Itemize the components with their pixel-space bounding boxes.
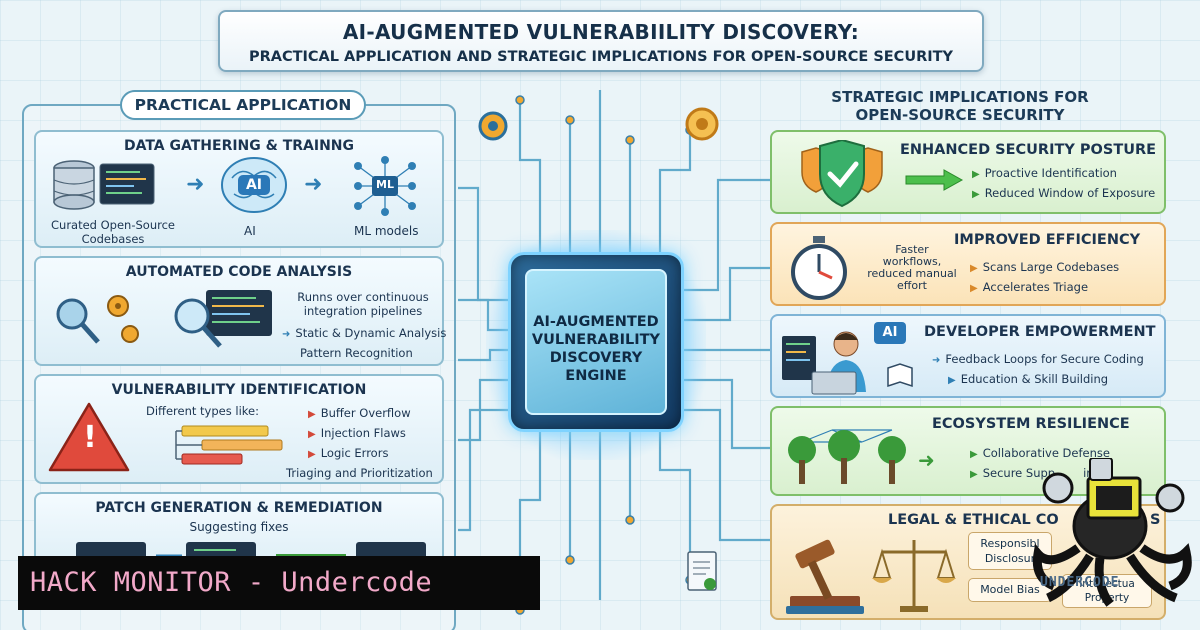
posture-bullet: ▶Reduced Window of Exposure	[972, 186, 1156, 200]
strategic-implications-header: STRATEGIC IMPLICATIONS FOR OPEN-SOURCE S…	[831, 88, 1089, 124]
efficiency-panel: IMPROVED EFFICIENCY Faster workflows, re…	[770, 222, 1166, 306]
code-analysis-title: AUTOMATED CODE ANALYSIS	[125, 264, 353, 280]
security-posture-title: ENHANCED SECURITY POSTURE	[900, 142, 1157, 158]
hack-monitor-banner: HACK MONITOR - Undercode	[18, 556, 540, 610]
pipeline-label: Runns over continuous integration pipeli…	[297, 290, 429, 318]
triangle-right-icon: ▶	[308, 429, 316, 440]
arrow-icon: ➜	[186, 172, 205, 197]
gear-icon-right	[685, 107, 719, 141]
data-gathering-title: DATA GATHERING & TRAINNG	[123, 138, 355, 154]
brain-icon	[221, 157, 287, 213]
arrow-icon	[905, 169, 964, 191]
disclosure-box: Responsibl Disclosur	[968, 532, 1052, 570]
developer-empowerment-panel: DEVELOPER EMPOWERMENT AI ➜Feedback Loops…	[770, 314, 1166, 398]
page-subtitle: PRACTICAL APPLICATION AND STRATEGIC IMPL…	[248, 49, 954, 65]
posture-bullet: ▶Proactive Identification	[972, 166, 1117, 180]
code-blocks-icon	[175, 425, 283, 465]
efficiency-bullet: ▶Accelerates Triage	[970, 280, 1089, 294]
arrow-icon: ➜	[918, 448, 935, 472]
title-box: AI-AUGMENTED VULNERABIILITY DISCOVERY: P…	[218, 10, 984, 72]
triangle-right-icon: ▶	[948, 375, 956, 386]
patch-generation-title: PATCH GENERATION & REMEDIATION	[95, 500, 383, 516]
vulnerability-type: ▶Injection Flaws	[308, 426, 406, 440]
page-title: AI-AUGMENTED VULNERABIILITY DISCOVERY:	[342, 20, 860, 44]
vulnerability-type: ▶Logic Errors	[308, 446, 389, 460]
ml-badge: ML	[376, 178, 394, 191]
triangle-right-icon: ▶	[970, 449, 978, 460]
triangle-right-icon: ▶	[972, 189, 980, 200]
vulnerability-identification-panel: VULNERABILITY IDENTIFICATION ! Different…	[34, 374, 444, 484]
arrow-icon: ➜	[932, 355, 941, 366]
efficiency-note: Faster workflows, reduced manual effort	[867, 243, 957, 292]
shield-icon	[801, 140, 883, 208]
data-gathering-panel: DATA GATHERING & TRAINNG Curated Open-So…	[34, 130, 444, 248]
model-bias-box: Model Bias	[968, 578, 1052, 602]
code-analysis-panel: AUTOMATED CODE ANALYSIS Runns over conti…	[34, 256, 447, 366]
engine-core: AI-AUGMENTED VULNERABILITY DISCOVERY ENG…	[525, 269, 667, 415]
discovery-engine-chip: AI-AUGMENTED VULNERABILITY DISCOVERY ENG…	[508, 252, 684, 432]
stopwatch-icon	[791, 236, 847, 300]
triangle-right-icon: ▶	[972, 169, 980, 180]
ml-label: ML models	[354, 224, 419, 238]
undercode-watermark: UNDERCODE	[1040, 575, 1120, 590]
suggesting-fixes-label: Suggesting fixes	[189, 520, 289, 534]
warning-glyph: !	[83, 420, 97, 455]
triangle-right-icon: ▶	[308, 449, 316, 460]
engine-label: AI-AUGMENTED VULNERABILITY DISCOVERY ENG…	[531, 314, 661, 384]
efficiency-bullet: ▶Scans Large Codebases	[970, 260, 1120, 274]
developer-bullet: ➜Feedback Loops for Secure Coding	[932, 352, 1144, 366]
code-review-icon	[174, 290, 272, 348]
triangle-right-icon: ▶	[970, 263, 978, 274]
legal-ethical-title-tail: S	[1150, 512, 1161, 528]
practical-application-header: PRACTICAL APPLICATION	[120, 90, 366, 120]
ai-label: AI	[244, 224, 256, 238]
ecosystem-bullet: ▶Collaborative Defense	[970, 446, 1110, 460]
arrow-icon: ➜	[282, 329, 291, 340]
security-posture-panel: ENHANCED SECURITY POSTURE ▶Proactive Ide…	[770, 130, 1166, 214]
developer-icon	[782, 322, 913, 395]
network-trees-icon	[788, 429, 906, 484]
undercode-octopus-logo	[1032, 458, 1192, 607]
warning-icon	[48, 402, 130, 472]
gear-icon-left	[478, 111, 508, 141]
ecosystem-resilience-title: ECOSYSTEM RESILIENCE	[932, 416, 1130, 432]
document-icon	[687, 551, 717, 591]
developer-bullet: ▶Education & Skill Building	[948, 372, 1109, 386]
ecosystem-resilience-panel: ECOSYSTEM RESILIENCE ➜ ▶Collaborative De…	[770, 406, 1166, 496]
legal-ethical-title: LEGAL & ETHICAL CO	[888, 512, 1059, 528]
analysis-item: ➜Static & Dynamic Analysis	[282, 326, 447, 340]
vulnerability-type: ▶Buffer Overflow	[308, 406, 411, 420]
developer-empowerment-title: DEVELOPER EMPOWERMENT	[924, 324, 1156, 340]
database-icon	[53, 160, 155, 210]
triangle-right-icon: ▶	[970, 283, 978, 294]
triangle-right-icon: ▶	[970, 469, 978, 480]
efficiency-title: IMPROVED EFFICIENCY	[954, 232, 1141, 248]
codebases-label: Curated Open-Source Codebases	[51, 218, 175, 246]
developer-ai-badge: AI	[882, 325, 898, 340]
ai-badge: AI	[245, 177, 263, 193]
triangle-right-icon: ▶	[308, 409, 316, 420]
analysis-item: Pattern Recognition	[300, 346, 413, 360]
magnifier-gear-icon	[56, 295, 139, 344]
gavel-scales-icon	[786, 539, 956, 614]
types-label: Different types like:	[146, 404, 259, 418]
triage-label: Triaging and Prioritization	[286, 466, 433, 480]
neural-network-icon	[354, 156, 416, 216]
arrow-icon: ➜	[304, 172, 323, 197]
vulnerability-identification-title: VULNERABILITY IDENTIFICATION	[111, 382, 367, 398]
